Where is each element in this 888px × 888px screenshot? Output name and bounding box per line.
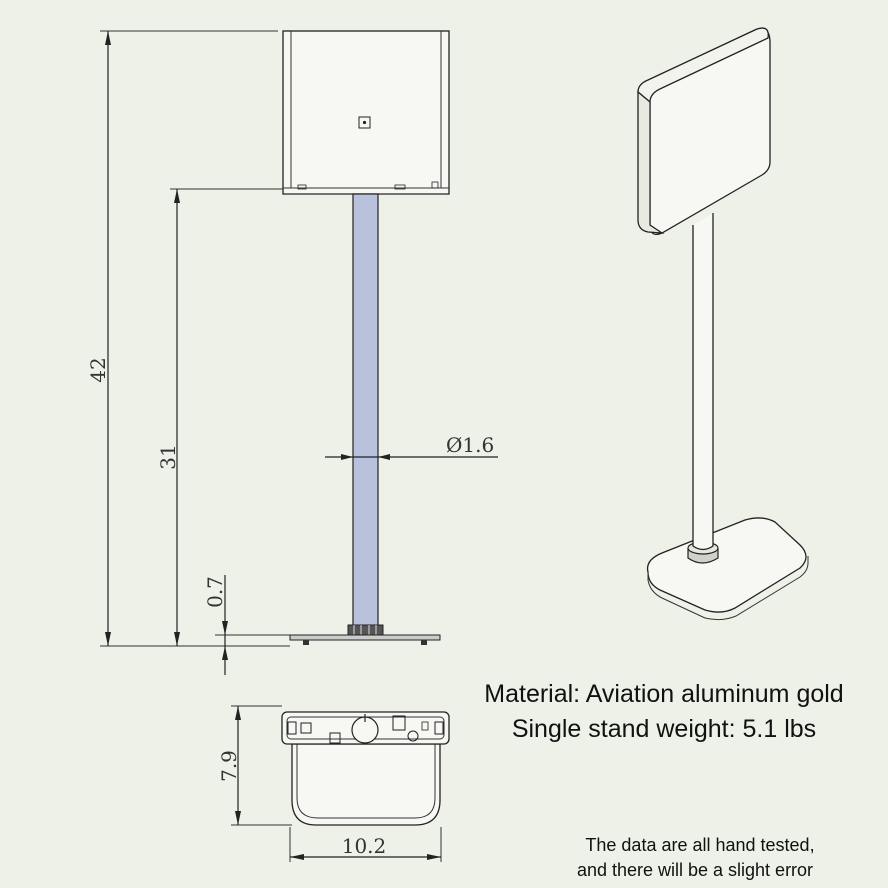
weight-spec: Single stand weight: 5.1 lbs (511, 715, 817, 743)
mount-hole (358, 116, 371, 129)
front-view (282, 30, 450, 645)
disclaimer-line-1: The data are all hand tested, (585, 835, 815, 855)
base-plate (289, 634, 441, 641)
base-outline (291, 743, 441, 826)
total-height-label: 42 (86, 357, 110, 382)
pole-diameter-label: Ø1.6 (446, 433, 494, 457)
material-spec: Material: Aviation aluminum gold (484, 680, 844, 708)
base-width-label: 10.2 (342, 834, 387, 858)
base-depth-label: 7.9 (217, 750, 241, 782)
iso-base (646, 517, 807, 613)
isometric-view (637, 27, 809, 621)
base-thickness-label: 0.7 (203, 576, 227, 608)
stand-pole (352, 193, 379, 627)
dimension-lines (100, 30, 498, 675)
speaker-panel (282, 30, 450, 195)
disclaimer-line-2: and there will be a slight error (576, 860, 814, 880)
base-top-view (281, 711, 450, 826)
iso-pole (692, 213, 714, 551)
pole-height-label: 31 (156, 444, 180, 469)
base-dimension-lines (231, 705, 442, 862)
locking-knob (347, 624, 384, 636)
